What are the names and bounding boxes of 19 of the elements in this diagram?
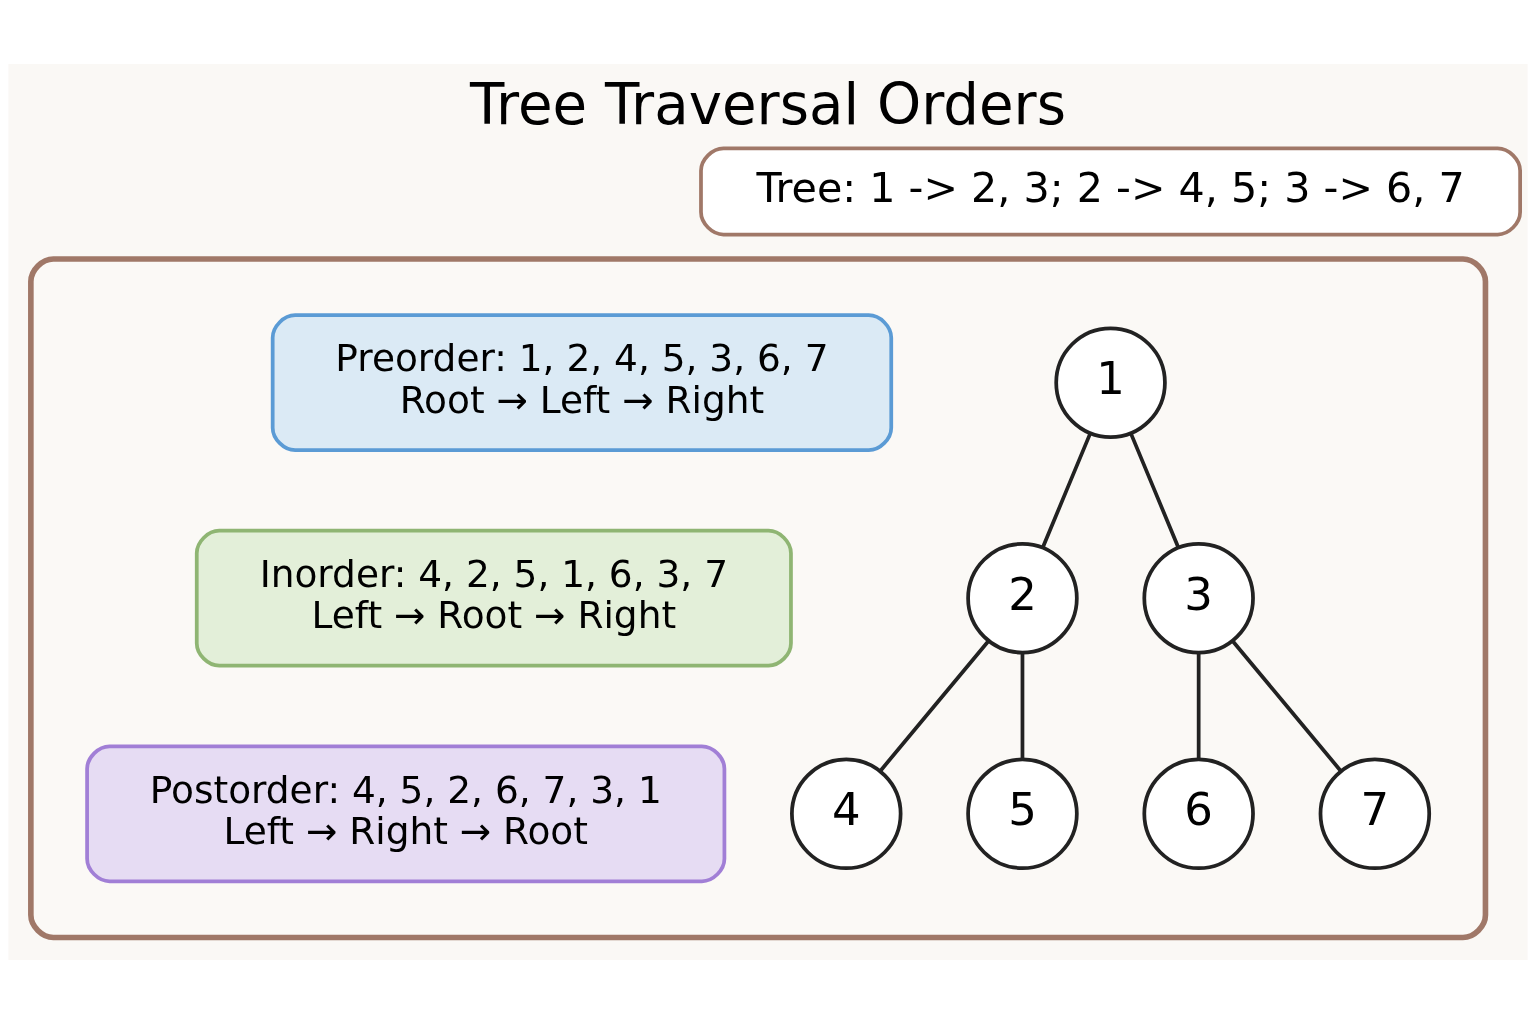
- cluster: [28, 256, 1489, 941]
- node-circle: 6: [1142, 757, 1255, 871]
- node-circle: 5: [966, 757, 1079, 871]
- node-circle: 2: [966, 542, 1079, 655]
- connector: [1041, 432, 1093, 548]
- connector: [1020, 653, 1025, 759]
- diagram-title: Tree Traversal Orders: [470, 71, 1066, 137]
- node-box: Inorder: 4, 2, 5, 1, 6, 3, 7 Left → Root → Right: [194, 528, 793, 668]
- node-circle: 7: [1318, 757, 1432, 871]
- node-circle: 4: [790, 757, 903, 871]
- connector: [1231, 639, 1343, 773]
- connector: [878, 639, 990, 773]
- node-circle: 1: [1054, 326, 1167, 439]
- node-box: Tree: 1 -> 2, 3; 2 -> 4, 5; 3 -> 6, 7: [699, 146, 1522, 237]
- node-box: Postorder: 4, 5, 2, 6, 7, 3, 1 Left → Right → Root: [85, 744, 727, 884]
- connector: [1196, 653, 1201, 759]
- node-box: Preorder: 1, 2, 4, 5, 3, 6, 7 Root → Left → Right: [270, 313, 894, 452]
- connector: [1129, 432, 1180, 548]
- node-circle: 3: [1142, 542, 1255, 655]
